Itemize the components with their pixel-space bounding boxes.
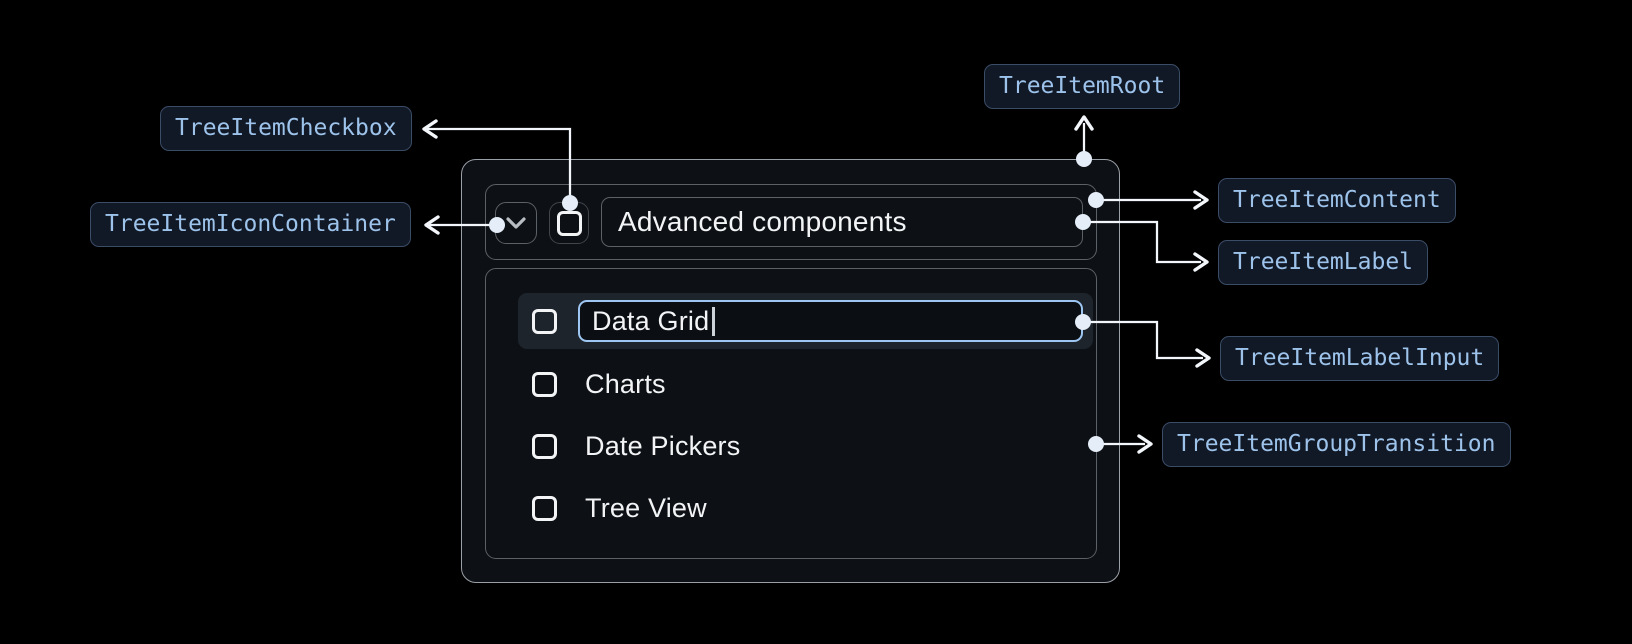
label-input-value: Data Grid xyxy=(592,305,710,336)
expand-collapse-button[interactable] xyxy=(495,202,537,244)
tree-item-root-box xyxy=(461,159,1120,583)
callout-tree-item-label-input: TreeItemLabelInput xyxy=(1220,336,1500,381)
item-label: Charts xyxy=(585,368,666,399)
checkbox-unchecked-icon xyxy=(556,210,582,236)
item-checkbox[interactable] xyxy=(532,308,557,334)
item-label: Tree View xyxy=(585,492,707,523)
tree-row-editing[interactable]: Data Grid xyxy=(518,293,1093,349)
text-cursor xyxy=(712,306,716,336)
tree-row[interactable]: Date Pickers xyxy=(518,425,1093,467)
callout-tree-item-content: TreeItemContent xyxy=(1218,178,1456,223)
callout-tree-item-icon-container: TreeItemIconContainer xyxy=(90,202,411,247)
parent-checkbox-button[interactable] xyxy=(549,202,589,244)
tree-item-label-input[interactable]: Data Grid xyxy=(578,300,1083,342)
item-checkbox[interactable] xyxy=(532,495,557,521)
tree-item-group-box xyxy=(485,268,1097,559)
item-label: Date Pickers xyxy=(585,430,741,461)
tree-row[interactable]: Charts xyxy=(518,363,1093,405)
callout-tree-item-label: TreeItemLabel xyxy=(1218,240,1429,285)
parent-label: Advanced components xyxy=(618,206,907,237)
chevron-down-icon xyxy=(506,217,526,229)
callout-tree-item-checkbox: TreeItemCheckbox xyxy=(160,106,412,151)
tree-item-label-box[interactable]: Advanced components xyxy=(601,197,1083,247)
item-checkbox[interactable] xyxy=(532,371,557,397)
callout-tree-item-root: TreeItemRoot xyxy=(984,64,1181,109)
tree-row[interactable]: Tree View xyxy=(518,487,1093,529)
callout-tree-item-group-transition: TreeItemGroupTransition xyxy=(1162,422,1511,467)
item-checkbox[interactable] xyxy=(532,433,557,459)
